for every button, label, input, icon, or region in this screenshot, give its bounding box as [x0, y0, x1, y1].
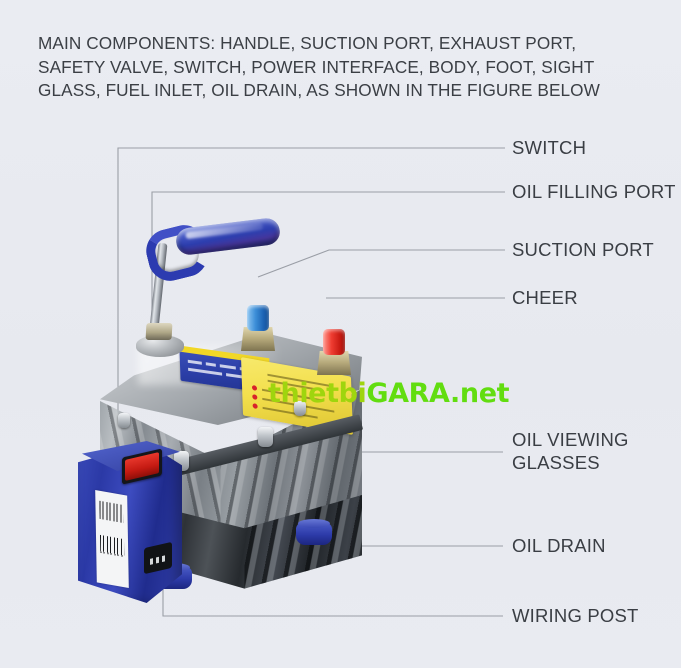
suction-port-base: [241, 327, 275, 351]
callout-switch: SWITCH: [512, 137, 587, 158]
oil-drain-bolt: [294, 401, 306, 416]
watermark: thietbiGARA.net: [268, 378, 510, 409]
pump-foot-rear: [296, 519, 332, 545]
callout-wiring-post: WIRING POST: [512, 605, 639, 626]
leader-suction-port: [257, 249, 505, 278]
callout-suction-port: SUCTION PORT: [512, 239, 654, 260]
exhaust-port-base: [317, 351, 351, 375]
sight-glass-bolt: [118, 413, 130, 428]
safety-valve-nut: [145, 323, 173, 340]
vacuum-pump-illustration: [78, 205, 388, 603]
barcode-label: [95, 490, 129, 588]
callout-oil-filling-port: OIL FILLING PORT: [512, 181, 676, 202]
exhaust-port-cap: [323, 329, 345, 355]
leader-switch: [117, 147, 505, 434]
watermark-part-2: GARA.net: [366, 378, 510, 409]
callout-oil-drain: OIL DRAIN: [512, 535, 606, 556]
callout-cheer: CHEER: [512, 287, 578, 308]
leader-oil-filling-port: [151, 191, 505, 336]
callout-oil-viewing-glasses: OIL VIEWING GLASSES: [512, 429, 629, 473]
watermark-part-1: thietbi: [268, 378, 367, 409]
page-title: MAIN COMPONENTS: HANDLE, SUCTION PORT, E…: [38, 33, 600, 100]
safety-valve-base: [136, 335, 184, 357]
wiring-post-bolt-right: [258, 427, 273, 447]
suction-port-cap: [247, 305, 269, 331]
